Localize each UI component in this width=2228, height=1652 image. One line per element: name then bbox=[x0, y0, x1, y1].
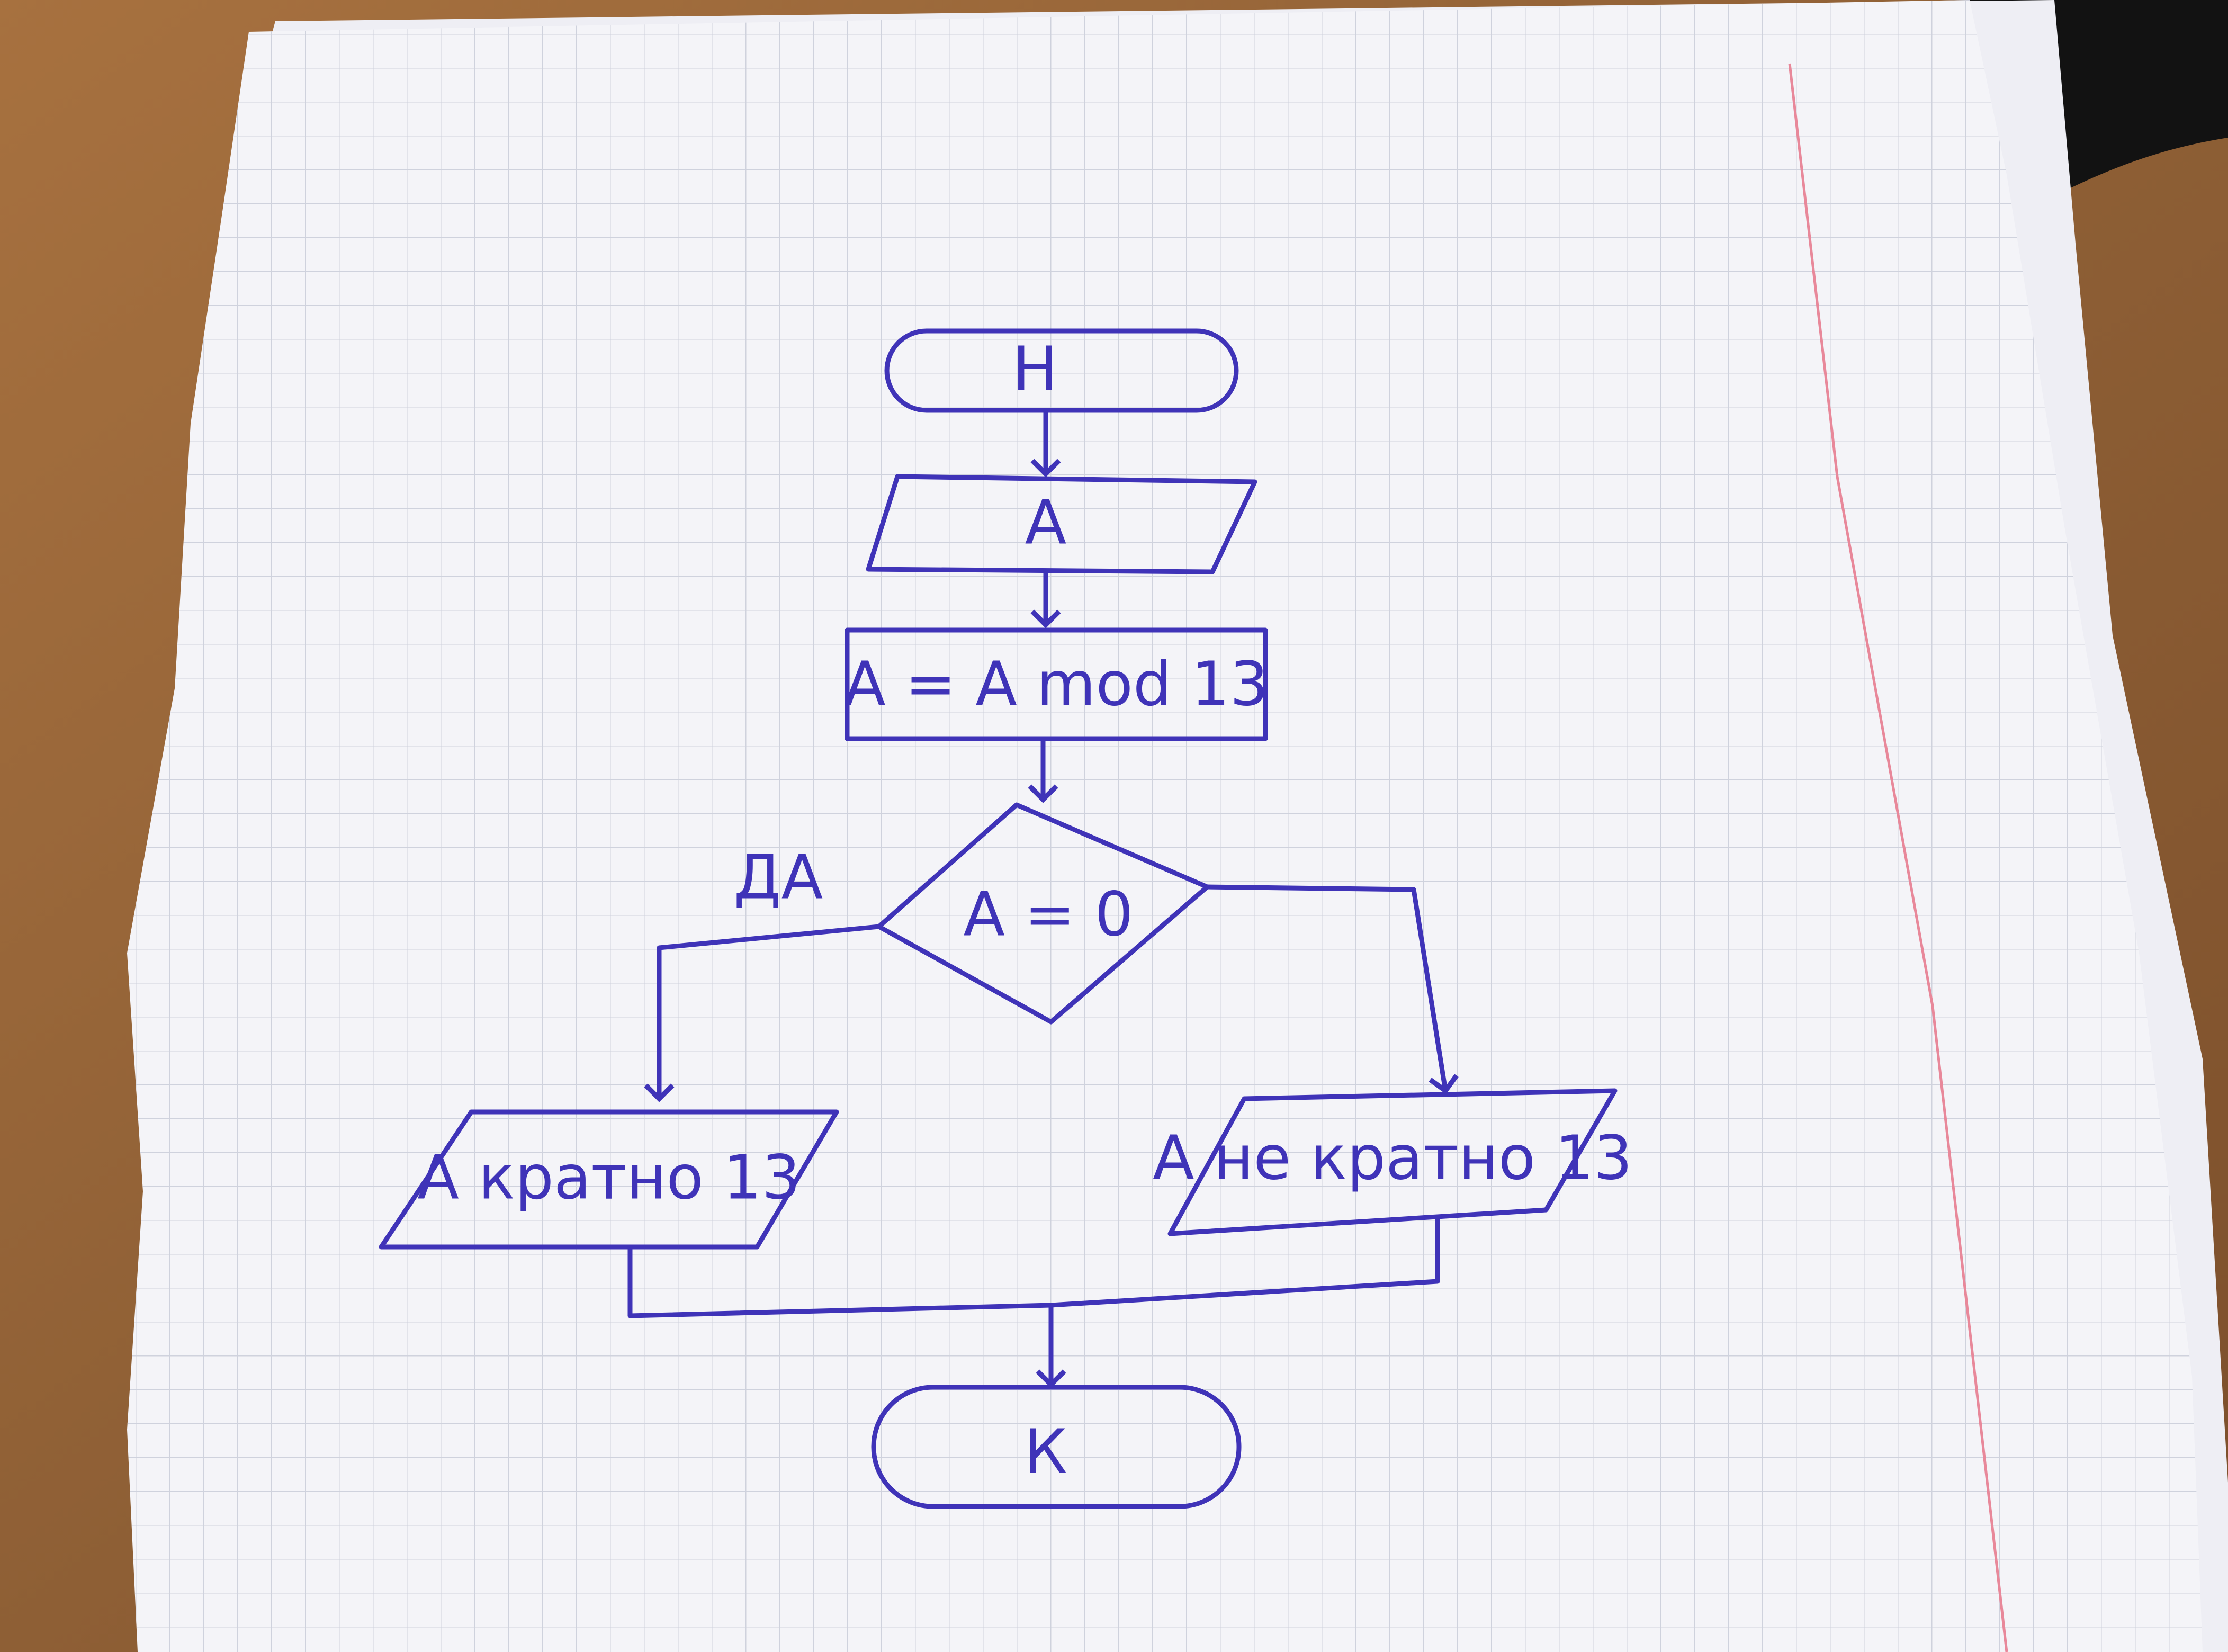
start-label: Н bbox=[1012, 334, 1058, 405]
decision-block bbox=[876, 802, 1210, 1025]
output-yes-label: А кратно 13 bbox=[417, 1143, 801, 1214]
output-yes-block bbox=[379, 1109, 839, 1250]
output-no-block bbox=[1167, 1088, 1618, 1236]
no-branch-line bbox=[1205, 884, 1459, 1094]
end-terminator bbox=[871, 1385, 1242, 1509]
process-label: А = А mod 13 bbox=[844, 649, 1269, 720]
input-block bbox=[866, 474, 1257, 574]
end-label: К bbox=[1024, 1417, 1067, 1488]
output-no-label: А не кратно 13 bbox=[1153, 1123, 1632, 1194]
start-terminator bbox=[884, 328, 1239, 413]
grid-lines bbox=[127, 0, 2203, 1652]
yes-branch-line bbox=[644, 924, 882, 1102]
process-block bbox=[845, 627, 1268, 741]
merge-line-left bbox=[627, 1244, 1054, 1318]
yes-label: ДА bbox=[734, 842, 823, 913]
decision-label: А = 0 bbox=[963, 879, 1133, 950]
input-label: А bbox=[1025, 488, 1067, 559]
merge-line-right bbox=[1048, 1215, 1440, 1308]
margin-line bbox=[1788, 63, 2008, 1652]
